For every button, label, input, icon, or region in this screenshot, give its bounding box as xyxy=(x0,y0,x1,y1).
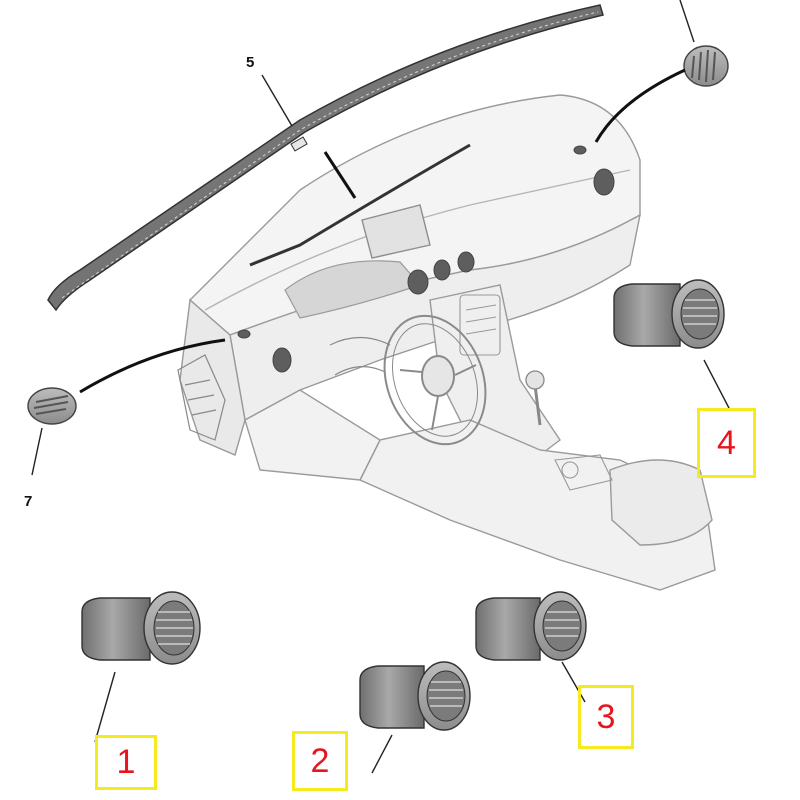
part-label-1: 1 xyxy=(95,735,157,790)
vent-3-leader xyxy=(561,661,586,703)
callout-7: 7 xyxy=(24,493,32,510)
air-vent-1 xyxy=(81,591,201,665)
side-vent-left xyxy=(27,387,77,425)
windshield-vent-strip xyxy=(47,4,604,312)
air-vent-4 xyxy=(613,279,725,349)
gear-lever xyxy=(525,370,545,426)
side-vent-left-link xyxy=(79,338,226,394)
center-stack xyxy=(459,294,613,491)
vent-1-leader xyxy=(94,671,116,743)
vent-4-leader xyxy=(703,359,731,411)
vent-2-leader xyxy=(371,734,393,774)
side-vent-right-link xyxy=(594,68,686,143)
side-vent-right xyxy=(683,45,729,87)
side-vent-right-leader xyxy=(679,0,695,43)
center-screen xyxy=(361,204,431,259)
left-cluster xyxy=(177,336,391,441)
air-vent-2 xyxy=(359,661,471,731)
part-label-3: 3 xyxy=(578,685,634,749)
callout-7-leader xyxy=(31,427,43,476)
dash-vents xyxy=(237,145,615,373)
strip-dash-leader xyxy=(323,151,357,199)
part-label-2: 2 xyxy=(292,731,348,791)
callout-5: 5 xyxy=(246,54,254,71)
callout-5-leader xyxy=(261,74,293,127)
steering-wheel xyxy=(383,314,487,446)
air-vent-3 xyxy=(475,591,587,661)
part-label-4: 4 xyxy=(697,408,756,478)
